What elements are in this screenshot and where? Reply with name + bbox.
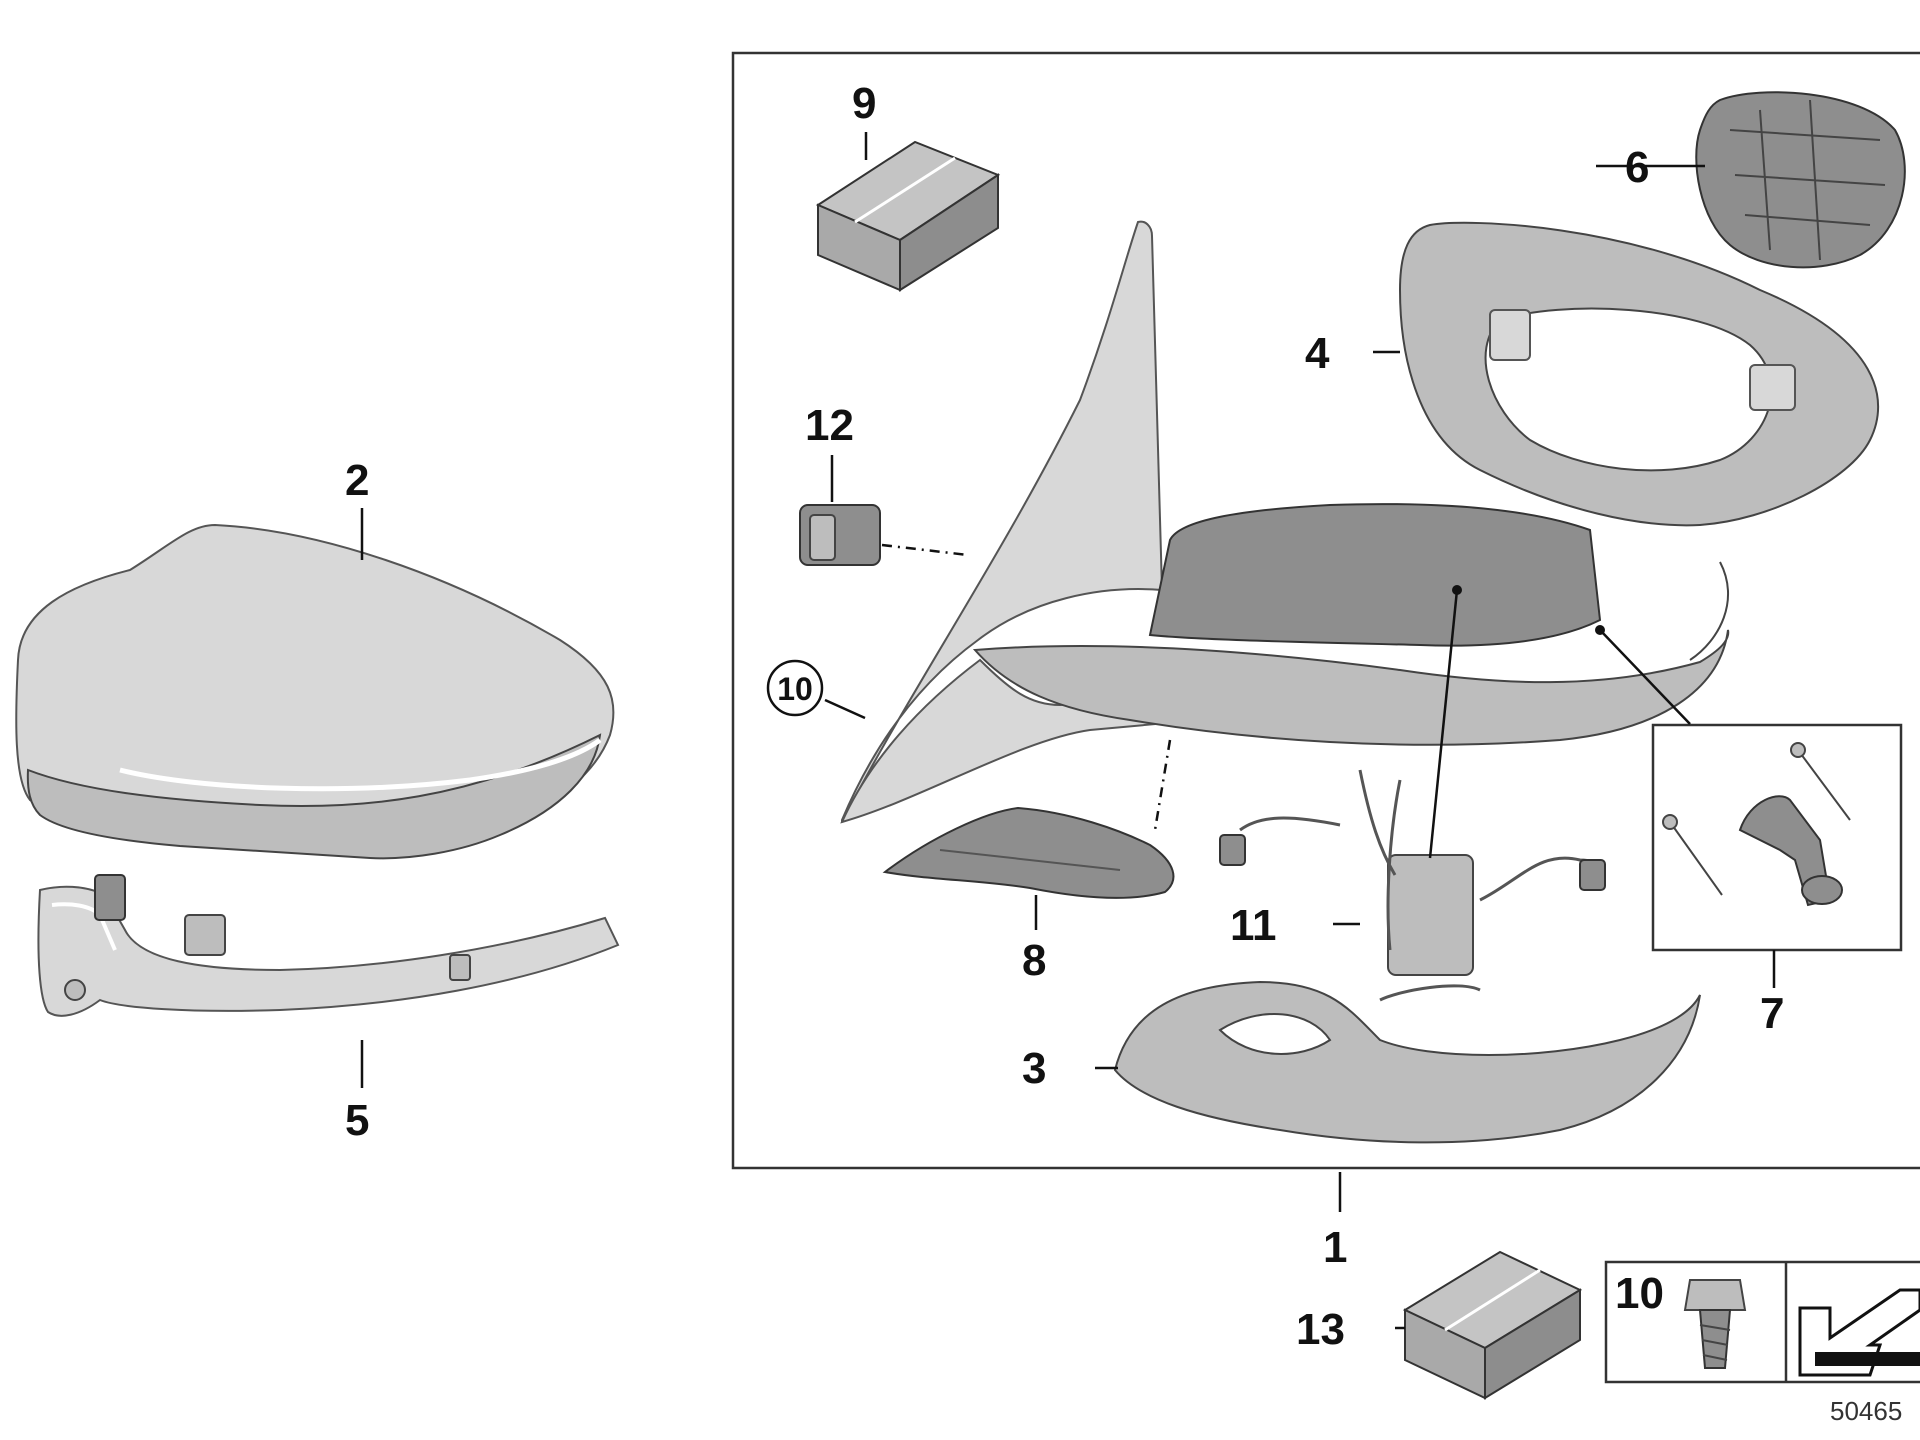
part-adjust-motor — [1695, 91, 1906, 269]
screw-icon — [1683, 1279, 1747, 1369]
catalog-number: 50465 — [1830, 1396, 1902, 1426]
part-wiring-harness — [1219, 769, 1606, 1002]
callout-9: 9 — [852, 79, 876, 128]
part-turn-signal — [37, 874, 620, 1017]
assembly-frame — [731, 51, 1920, 1170]
callout-6: 6 — [1625, 143, 1649, 192]
callout-8: 8 — [1022, 936, 1046, 985]
leader-lines — [360, 132, 1776, 1330]
callout-10-legend: 10 — [1615, 1269, 1664, 1318]
callout-13: 13 — [1296, 1305, 1345, 1354]
part-mirror-cap — [15, 523, 615, 860]
callout-10-circled: 10 — [777, 671, 813, 707]
callout-3: 3 — [1022, 1044, 1046, 1093]
fastener-set-box — [1651, 723, 1903, 952]
callout-7: 7 — [1760, 989, 1784, 1038]
part-mirror-base — [840, 220, 1730, 824]
callout-4: 4 — [1305, 329, 1330, 378]
part-lower-cover — [1113, 980, 1701, 1144]
part-lower-trim — [882, 806, 1175, 899]
callout-2: 2 — [345, 456, 369, 505]
part-9-box — [815, 140, 1001, 292]
callout-5: 5 — [345, 1096, 369, 1145]
legend-panel — [1604, 1260, 1920, 1384]
callout-10-circle — [766, 659, 824, 717]
callout-12: 12 — [805, 401, 854, 450]
part-fastener-set — [1662, 742, 1851, 907]
callout-11: 11 — [1230, 901, 1277, 950]
part-glass-frame — [1398, 221, 1880, 527]
direction-arrow-icon — [1798, 1288, 1920, 1377]
part-connector — [799, 504, 881, 566]
part-13-box — [1402, 1250, 1583, 1400]
callout-1: 1 — [1323, 1223, 1347, 1272]
